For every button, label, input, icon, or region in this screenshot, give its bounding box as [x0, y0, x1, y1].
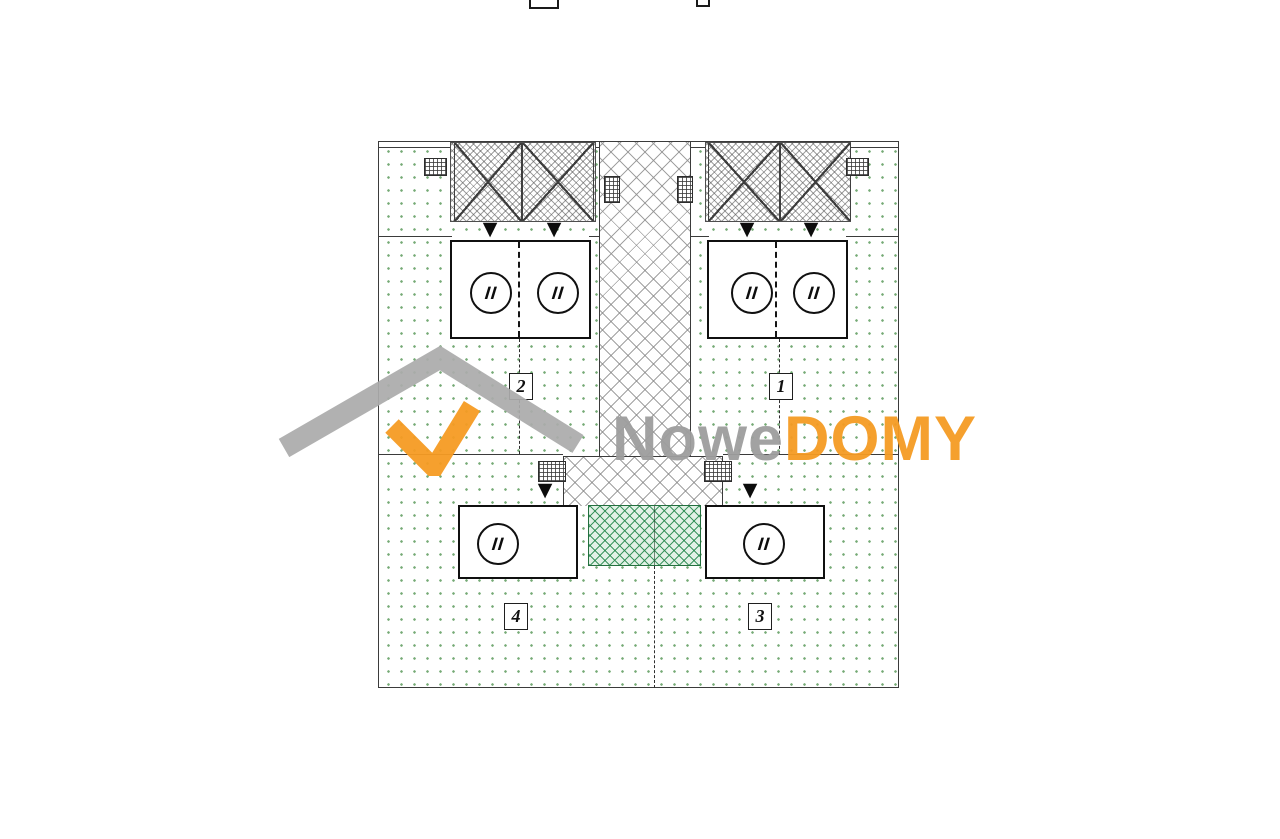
bin-enclosure-left — [424, 158, 447, 176]
carport-x-panel — [454, 143, 522, 221]
watermark-roof-logo-icon — [278, 345, 584, 476]
property-line-mid-right — [723, 454, 899, 455]
storey-marker: II — [793, 272, 835, 314]
setback-line-left — [378, 236, 452, 237]
storey-label: II — [806, 282, 822, 303]
carport-x-panel — [780, 143, 851, 221]
storey-marker: II — [470, 272, 512, 314]
storey-marker: II — [537, 272, 579, 314]
unit-divider-dashed — [775, 242, 777, 337]
building-plot1: II II — [707, 240, 848, 339]
storey-marker: II — [477, 523, 519, 565]
driveway-plot1 — [705, 142, 851, 222]
plot-number-4: 4 — [504, 603, 528, 630]
entrance-arrow-icon: ▼ — [482, 218, 498, 240]
driveway-plot2 — [450, 142, 596, 222]
carport-x-panel — [522, 143, 594, 221]
storey-marker: II — [743, 523, 785, 565]
green-area-division-line — [654, 506, 655, 565]
building-plot3: II — [705, 505, 825, 579]
porch-plot4 — [538, 461, 566, 482]
setback-line-right — [846, 236, 899, 237]
entrance-arrow-icon: ▼ — [537, 479, 553, 501]
plot-number-3: 3 — [748, 603, 772, 630]
storey-label: II — [744, 282, 760, 303]
storey-marker: II — [731, 272, 773, 314]
cropped-symbol — [529, 0, 559, 9]
plot-number-1: 1 — [769, 373, 793, 400]
gate-right — [677, 176, 693, 203]
watermark-brand-text: NoweDOMY — [612, 408, 977, 471]
unit-divider-dashed — [518, 242, 520, 337]
plot-number-label: 3 — [755, 606, 765, 626]
property-line-mid-left — [378, 454, 563, 455]
plot-number-label: 1 — [776, 376, 786, 396]
storey-label: II — [550, 282, 566, 303]
plot-number-label: 2 — [516, 376, 526, 396]
building-plot4: II — [458, 505, 578, 579]
bin-enclosure-right — [846, 158, 869, 176]
storey-label: II — [756, 533, 772, 554]
watermark-text-gray: Nowe — [612, 404, 785, 474]
division-dashed-center-bottom — [654, 566, 655, 688]
porch-plot3 — [704, 461, 732, 482]
storey-label: II — [490, 533, 506, 554]
cropped-symbol — [696, 0, 710, 7]
entrance-arrow-icon: ▼ — [742, 479, 758, 501]
green-area — [588, 505, 701, 566]
gate-left — [604, 176, 620, 203]
carport-x-panel — [708, 143, 780, 221]
watermark-text-orange: DOMY — [784, 404, 978, 474]
entrance-arrow-icon: ▼ — [739, 218, 755, 240]
plot-number-2: 2 — [509, 373, 533, 400]
entrance-arrow-icon: ▼ — [546, 218, 562, 240]
entrance-arrow-icon: ▼ — [803, 218, 819, 240]
storey-label: II — [483, 282, 499, 303]
plot-number-label: 4 — [511, 606, 521, 626]
building-plot2: II II — [450, 240, 591, 339]
